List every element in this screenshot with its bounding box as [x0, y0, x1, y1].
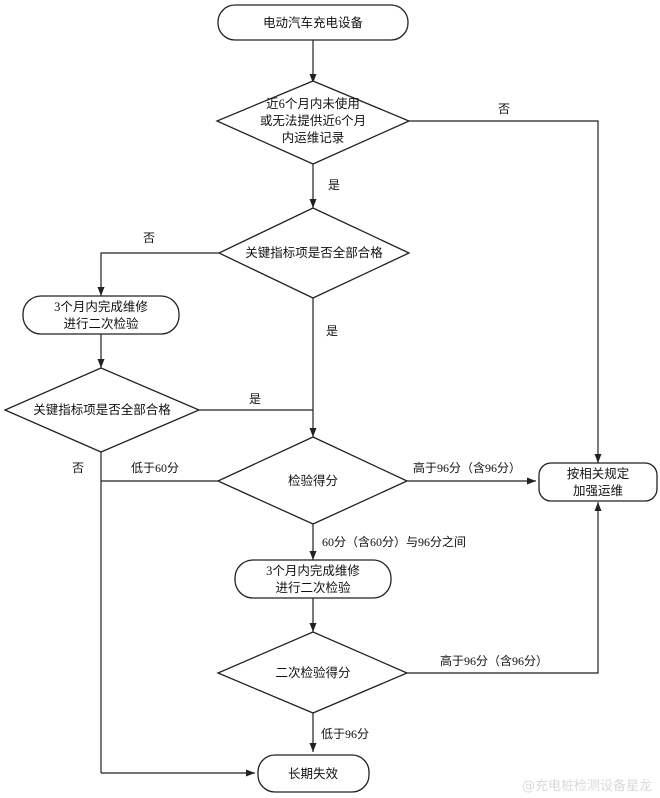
label-q3-yes: 是	[249, 392, 261, 406]
label-score2-low: 低于96分	[321, 727, 369, 741]
watermark: @充电桩检测设备星龙	[522, 778, 652, 794]
node-right-box-line2: 加强运维	[573, 484, 623, 498]
label-q1-no: 否	[498, 102, 510, 116]
node-repair2-line1: 3个月内完成维修	[266, 563, 360, 578]
label-q3-no: 否	[72, 461, 84, 475]
label-score-mid: 60分（含60分）与96分之间	[322, 534, 466, 549]
node-right-box: 按相关规定 加强运维	[538, 462, 658, 502]
decision-score2: 二次检验得分	[216, 631, 409, 714]
label-score-low: 低于60分	[131, 461, 179, 475]
decision-q1-line3: 内运维记录	[282, 131, 345, 145]
decision-q1-line2: 或无法提供近6个月	[260, 113, 366, 128]
arrow-q2-no-to-repair1	[97, 252, 219, 296]
decision-score-text: 检验得分	[288, 473, 338, 488]
decision-q2: 关键指标项是否全部合格	[217, 207, 411, 299]
arrow-score2-high	[407, 502, 602, 674]
node-start: 电动汽车充电设备	[217, 4, 409, 41]
node-repair1: 3个月内完成维修 进行二次检验	[22, 295, 180, 335]
node-repair1-line2: 进行二次检验	[63, 316, 139, 331]
label-q1-yes: 是	[328, 178, 340, 192]
decision-score2-text: 二次检验得分	[275, 665, 350, 680]
label-q2-yes: 是	[326, 324, 338, 338]
arrow-q1-no-to-right-box	[409, 120, 602, 463]
decision-q3: 关键指标项是否全部合格	[3, 367, 201, 453]
node-start-text: 电动汽车充电设备	[263, 15, 364, 30]
node-end: 长期失效	[257, 754, 370, 793]
edge-labels: 否 是 否 是 是 否 低于60分 高于96分（含96分） 60分（含60分）与…	[72, 102, 548, 741]
decision-q3-text: 关键指标项是否全部合格	[33, 402, 171, 417]
node-repair2-line2: 进行二次检验	[275, 580, 351, 595]
label-q2-no: 否	[143, 231, 155, 245]
decision-q1: 近6个月内未使用 或无法提供近6个月 内运维记录	[215, 80, 411, 165]
node-repair1-line1: 3个月内完成维修	[54, 299, 148, 314]
node-right-box-line1: 按相关规定	[567, 466, 630, 481]
node-end-text: 长期失效	[288, 766, 339, 781]
decision-q2-text: 关键指标项是否全部合格	[245, 245, 383, 260]
label-score2-high: 高于96分（含96分）	[440, 653, 548, 668]
decision-score: 检验得分	[216, 436, 409, 525]
decision-q1-line1: 近6个月内未使用	[266, 96, 360, 111]
label-score-high: 高于96分（含96分）	[413, 460, 521, 475]
connectors	[97, 40, 602, 777]
node-repair2: 3个月内完成维修 进行二次检验	[234, 559, 392, 599]
